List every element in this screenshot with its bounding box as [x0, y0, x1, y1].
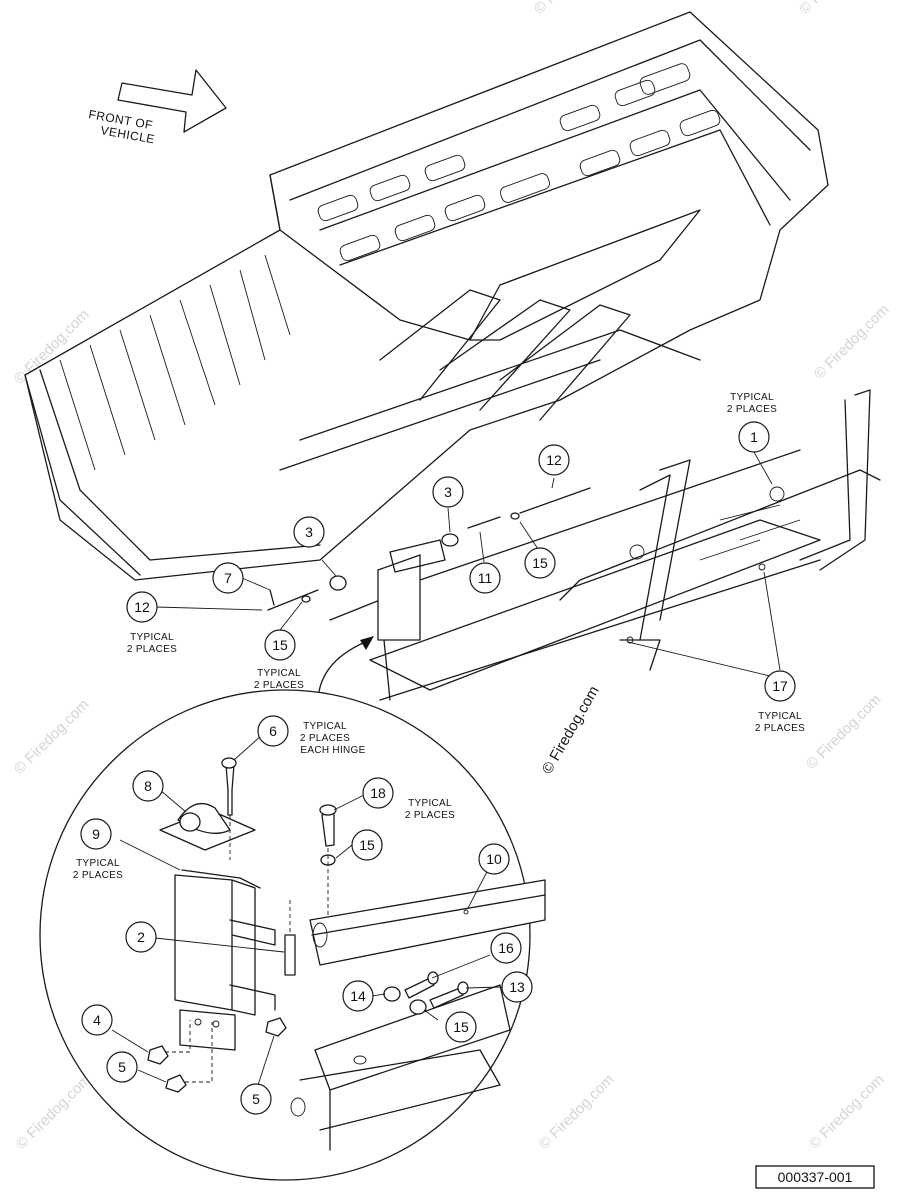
callout-8: 8: [132, 770, 164, 802]
callout-3a: 3: [432, 476, 464, 508]
watermark-text: © Firedog.com: [796, 0, 878, 18]
callout-10: 10: [478, 843, 510, 875]
note-typical-6: TYPICAL 2 PLACES EACH HINGE: [300, 721, 365, 756]
svg-text:3: 3: [444, 484, 452, 500]
svg-text:TYPICAL: TYPICAL: [130, 632, 174, 643]
svg-text:12: 12: [546, 452, 562, 468]
svg-text:2: 2: [137, 929, 145, 945]
svg-text:18: 18: [370, 785, 386, 801]
svg-text:17: 17: [772, 678, 788, 694]
svg-text:2 PLACES: 2 PLACES: [727, 404, 777, 415]
svg-text:6: 6: [269, 723, 277, 739]
callout-1: 1: [738, 421, 770, 453]
svg-text:15: 15: [359, 837, 375, 853]
callout-3b: 3: [293, 516, 325, 548]
watermark-text: © Firedog.com: [803, 691, 885, 773]
svg-text:7: 7: [224, 570, 232, 586]
watermark-text: © Firedog.com: [531, 0, 613, 18]
inset-pointer-head: [360, 636, 374, 650]
note-typical-15: TYPICAL 2 PLACES: [254, 668, 304, 691]
svg-text:9: 9: [92, 826, 100, 842]
callout-9: 9: [80, 818, 112, 850]
svg-text:11: 11: [478, 570, 493, 586]
svg-text:2 PLACES: 2 PLACES: [300, 733, 350, 744]
callout-15d: 15: [445, 1011, 477, 1043]
svg-text:2 PLACES: 2 PLACES: [127, 644, 177, 655]
callout-14: 14: [342, 980, 374, 1012]
svg-text:TYPICAL: TYPICAL: [303, 721, 347, 732]
note-typical-12: TYPICAL 2 PLACES: [127, 632, 177, 655]
note-typical-17: TYPICAL 2 PLACES: [755, 711, 805, 734]
svg-text:TYPICAL: TYPICAL: [257, 668, 301, 679]
callout-15c: 15: [351, 829, 383, 861]
svg-text:14: 14: [350, 988, 366, 1004]
svg-text:5: 5: [118, 1059, 126, 1075]
svg-text:16: 16: [498, 940, 514, 956]
svg-text:15: 15: [272, 637, 288, 653]
cargo-bed: [24, 11, 829, 581]
callout-13: 13: [501, 971, 533, 1003]
callout-12a: 12: [538, 444, 570, 476]
part-number: 000337-001: [778, 1169, 853, 1185]
part-number-box: 000337-001: [755, 1165, 875, 1189]
inset-pointer-arrow: [317, 639, 371, 701]
svg-text:4: 4: [93, 1012, 101, 1028]
note-typical-18: TYPICAL 2 PLACES: [405, 798, 455, 821]
callout-15a: 15: [524, 547, 556, 579]
svg-text:12: 12: [134, 599, 150, 615]
watermark-text: © Firedog.com: [11, 696, 93, 778]
callout-11: 11: [469, 562, 501, 594]
watermark-text: © Firedog.com: [811, 301, 893, 383]
callout-18: 18: [362, 777, 394, 809]
callout-2: 2: [125, 921, 157, 953]
vehicle-frame: [329, 389, 881, 701]
leader-lines-upper: [155, 451, 781, 677]
svg-text:10: 10: [486, 851, 502, 867]
watermark-text: © Firedog.com: [539, 683, 603, 777]
callout-15b: 15: [264, 629, 296, 661]
svg-text:15: 15: [453, 1019, 469, 1035]
svg-text:3: 3: [305, 524, 313, 540]
svg-text:2 PLACES: 2 PLACES: [73, 870, 123, 881]
svg-text:TYPICAL: TYPICAL: [76, 858, 120, 869]
callout-16: 16: [490, 932, 522, 964]
svg-text:TYPICAL: TYPICAL: [758, 711, 802, 722]
callout-12b: 12: [126, 591, 158, 623]
svg-text:TYPICAL: TYPICAL: [730, 392, 774, 403]
callout-6: 6: [257, 715, 289, 747]
watermark-text: © Firedog.com: [13, 1071, 95, 1153]
note-typical-9: TYPICAL 2 PLACES: [73, 858, 123, 881]
svg-text:TYPICAL: TYPICAL: [408, 798, 452, 809]
svg-text:2 PLACES: 2 PLACES: [755, 723, 805, 734]
svg-text:5: 5: [252, 1091, 260, 1107]
svg-text:EACH HINGE: EACH HINGE: [300, 745, 365, 756]
watermark-text: © Firedog.com: [536, 1071, 618, 1153]
note-typical-1: TYPICAL 2 PLACES: [727, 392, 777, 415]
callout-4: 4: [81, 1004, 113, 1036]
svg-text:8: 8: [144, 778, 152, 794]
leader-lines-inset: [111, 734, 503, 1086]
svg-text:1: 1: [750, 429, 758, 445]
callout-5b: 5: [240, 1083, 272, 1115]
callout-7: 7: [212, 562, 244, 594]
watermark-text: © Firedog.com: [806, 1071, 888, 1153]
callout-5a: 5: [106, 1051, 138, 1083]
upper-hardware: [267, 487, 591, 641]
callout-17: 17: [764, 670, 796, 702]
svg-text:15: 15: [532, 555, 548, 571]
detail-inset: [39, 689, 546, 1181]
front-of-vehicle-arrow: FRONT OF VEHICLE: [87, 69, 227, 146]
svg-text:2 PLACES: 2 PLACES: [254, 680, 304, 691]
svg-text:2 PLACES: 2 PLACES: [405, 810, 455, 821]
svg-text:13: 13: [509, 979, 525, 995]
